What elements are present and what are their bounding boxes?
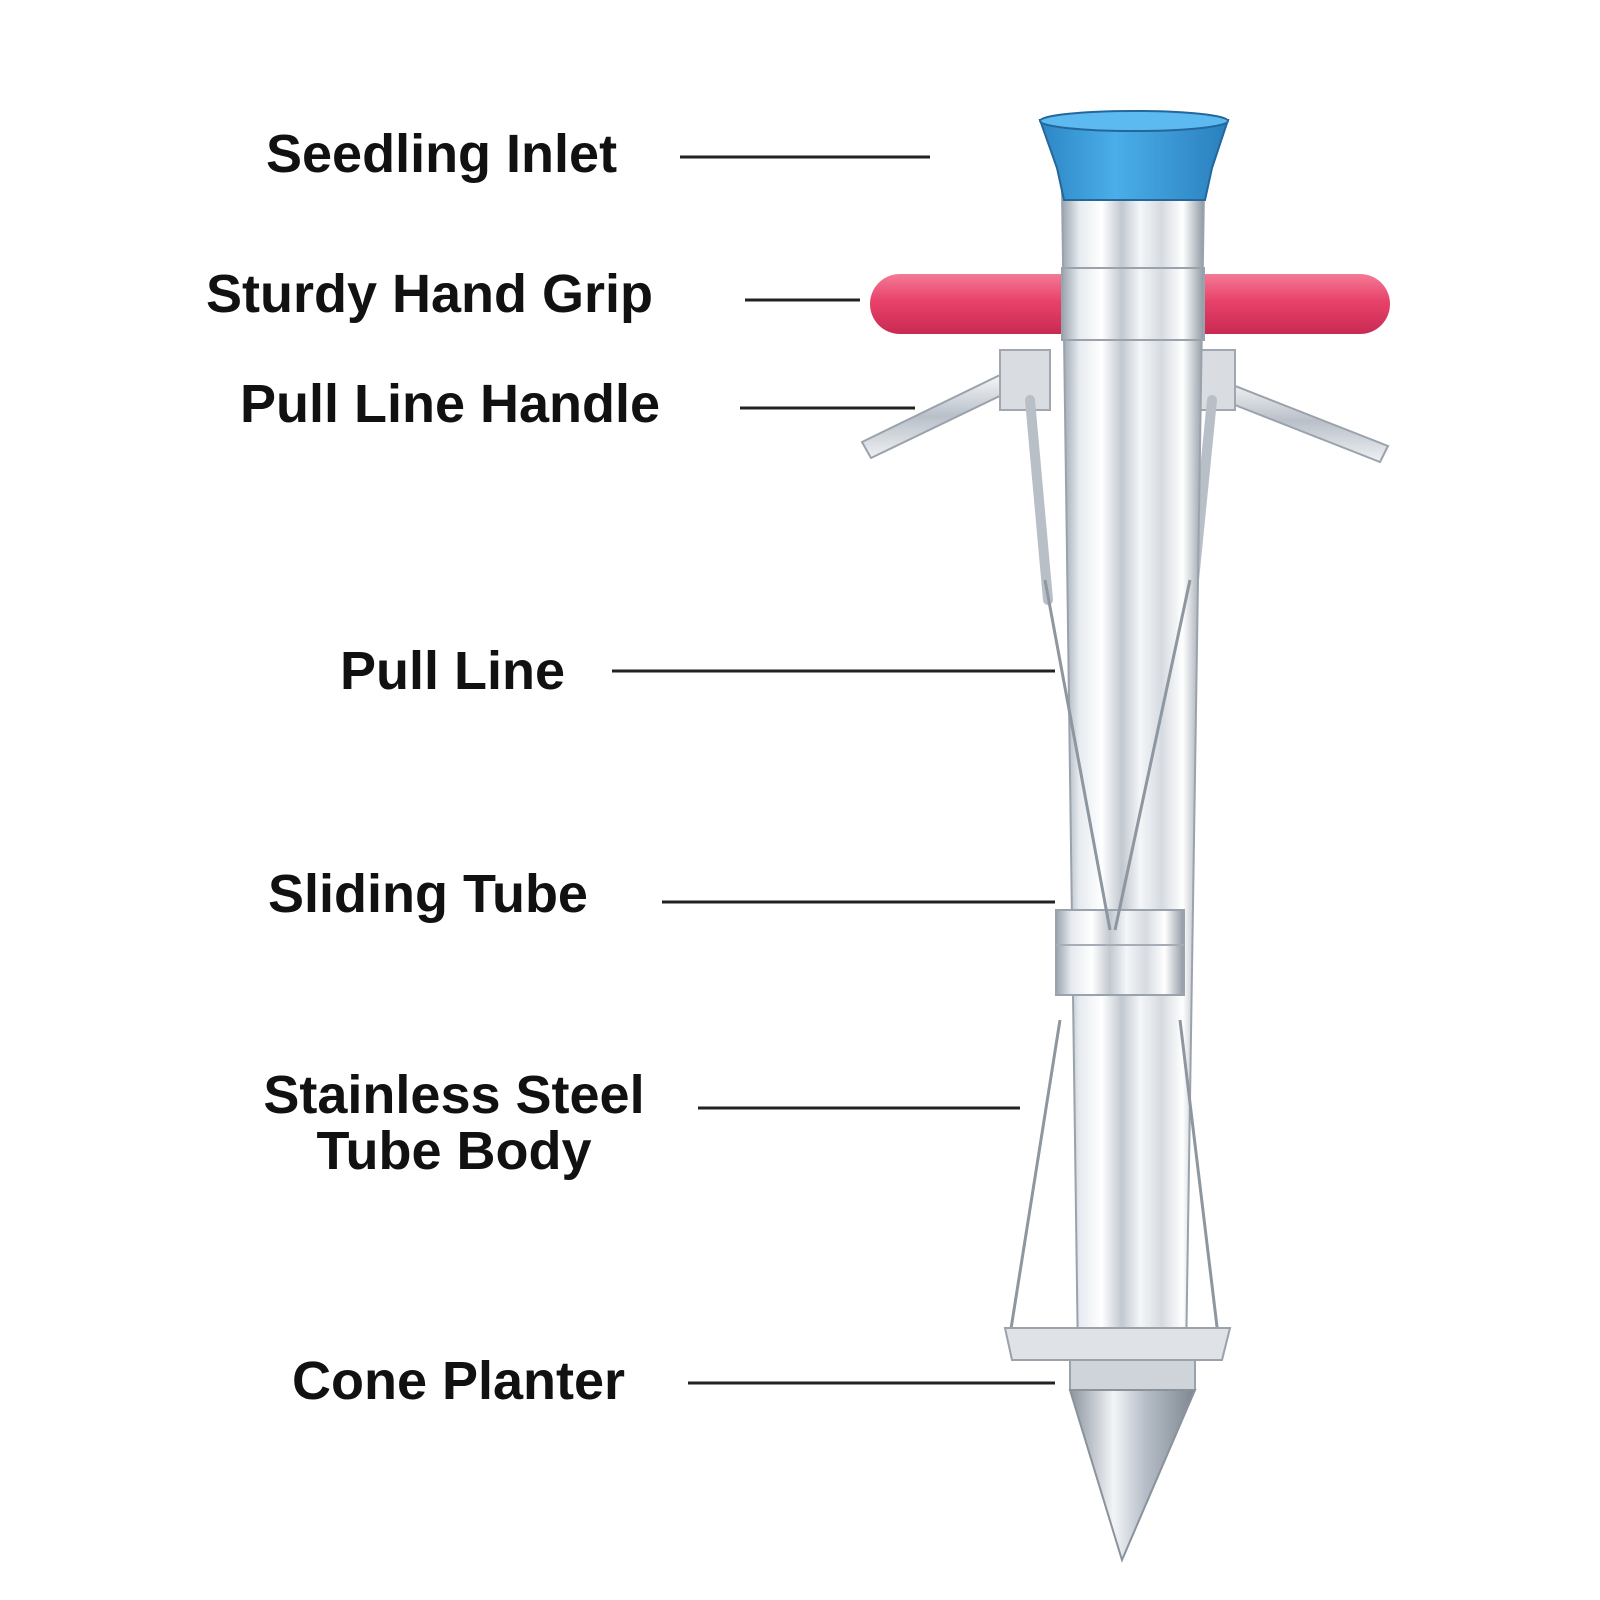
hand-grip-icon <box>870 267 1390 341</box>
cone-planter-tip <box>1068 1389 1197 1563</box>
label-tube-body-line2: Tube Body <box>316 1121 592 1181</box>
seedling-inlet-funnel <box>1038 110 1230 201</box>
sliding-tube-collar <box>1055 909 1185 996</box>
label-tube-body-line1: Stainless Steel <box>263 1065 645 1125</box>
label-hand-grip: Sturdy Hand Grip <box>206 264 654 324</box>
label-pull-line: Pull Line <box>340 641 566 701</box>
label-seedling-inlet: Seedling Inlet <box>266 124 618 184</box>
label-sliding-tube: Sliding Tube <box>268 864 588 924</box>
leader-lines <box>612 155 1055 1385</box>
lower-bracket <box>1003 1327 1232 1391</box>
stainless-steel-tube <box>1060 189 1206 1361</box>
label-pull-line-handle: Pull Line Handle <box>240 374 661 434</box>
pull-line-wires <box>1008 579 1220 1336</box>
label-tube-body: Stainless Steel Tube Body <box>228 1067 680 1179</box>
label-cone-planter: Cone Planter <box>292 1351 626 1411</box>
